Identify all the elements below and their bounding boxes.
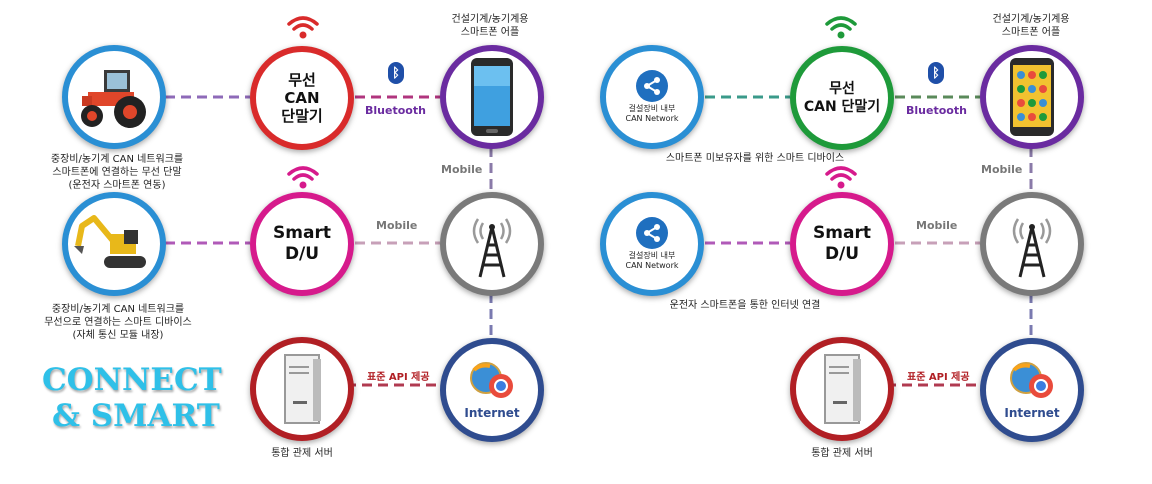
wifi-icon: [287, 166, 319, 189]
smartphone-icon: [471, 58, 513, 136]
api-label: 표준 API 제공: [907, 372, 970, 383]
server-caption: 통합 관제 서버: [811, 448, 873, 459]
wireless-can-label: 무선: [829, 81, 855, 97]
smart-du-label: Smart: [813, 223, 871, 243]
smart-du-label: D/U: [284, 244, 320, 264]
bluetooth-icon: ᛒ: [928, 62, 944, 84]
can-network-label: 걸설장비 내부: [628, 104, 676, 113]
can-network-label: CAN Network: [625, 114, 679, 123]
smart-device-caption: 스마트폰 미보유자를 위한 스마트 디바이스: [665, 153, 845, 164]
internet-connect-caption: 운전자 스마트폰을 통한 인터넷 연결: [669, 300, 821, 311]
wireless-can-label: 단말기: [281, 107, 323, 125]
page-title: CONNECT & SMART: [42, 362, 222, 434]
wireless-can-label: 무선: [288, 71, 316, 89]
excavator-caption: 중장비/농기계 CAN 네트워크를 무선으로 연결하는 스마트 디바이스 (자체…: [44, 304, 192, 341]
tractor-icon: [81, 70, 146, 128]
wireless-can-label: CAN: [284, 89, 320, 107]
can-network-label: CAN Network: [625, 261, 679, 270]
can-network-node: 걸설장비 내부 CAN Network: [600, 45, 704, 149]
tractor-caption: 중장비/농기계 CAN 네트워크를 스마트폰에 연결하는 무선 단말 (운전자 …: [50, 154, 184, 191]
can-network-label: 걸설장비 내부: [628, 251, 676, 260]
server-node: [250, 337, 354, 441]
internet-label: Internet: [1004, 406, 1060, 420]
mobile-label: Mobile: [376, 219, 418, 232]
bluetooth-label: Bluetooth: [365, 104, 426, 117]
smartphone-app-icon: [1010, 58, 1054, 136]
server-caption: 통합 관제 서버: [271, 448, 333, 459]
smart-du-node: Smart D/U: [250, 192, 354, 296]
server-icon: [284, 354, 321, 424]
cell-tower-icon: [1012, 218, 1052, 278]
tower-node: [440, 192, 544, 296]
internet-node: Internet: [980, 338, 1084, 442]
server-node: [790, 337, 894, 441]
smart-du-label: D/U: [824, 244, 860, 264]
browser-icon: [470, 362, 513, 398]
tower-node: [980, 192, 1084, 296]
tractor-node: [62, 45, 166, 149]
app-caption: 건설기계/농기계용 스마트폰 어플: [451, 14, 529, 38]
wifi-icon: [825, 16, 857, 39]
smart-du-node: Smart D/U: [790, 192, 894, 296]
wireless-can-label: CAN 단말기: [803, 99, 881, 115]
app-caption: 건설기계/농기계용 스마트폰 어플: [992, 14, 1070, 38]
share-icon: [636, 217, 668, 249]
mobile-label: Mobile: [981, 163, 1023, 176]
cell-tower-icon: [472, 218, 512, 278]
api-label: 표준 API 제공: [367, 372, 430, 383]
internet-label: Internet: [464, 406, 520, 420]
browser-icon: [1010, 362, 1053, 398]
bluetooth-label: Bluetooth: [906, 104, 967, 117]
bluetooth-icon: ᛒ: [388, 62, 404, 84]
excavator-node: [62, 192, 166, 296]
excavator-icon: [74, 215, 146, 268]
wifi-icon: [825, 166, 857, 189]
wireless-can-node: 무선 CAN 단말기: [790, 46, 894, 150]
can-network-node: 걸설장비 내부 CAN Network: [600, 192, 704, 296]
wireless-can-node: 무선 CAN 단말기: [250, 46, 354, 150]
smart-du-label: Smart: [273, 223, 331, 243]
share-icon: [636, 70, 668, 102]
smartphone-node: [440, 45, 544, 149]
server-icon: [824, 354, 861, 424]
mobile-label: Mobile: [441, 163, 483, 176]
wifi-icon: [287, 16, 319, 39]
smartphone-node: [980, 45, 1084, 149]
internet-node: Internet: [440, 338, 544, 442]
mobile-label: Mobile: [916, 219, 958, 232]
